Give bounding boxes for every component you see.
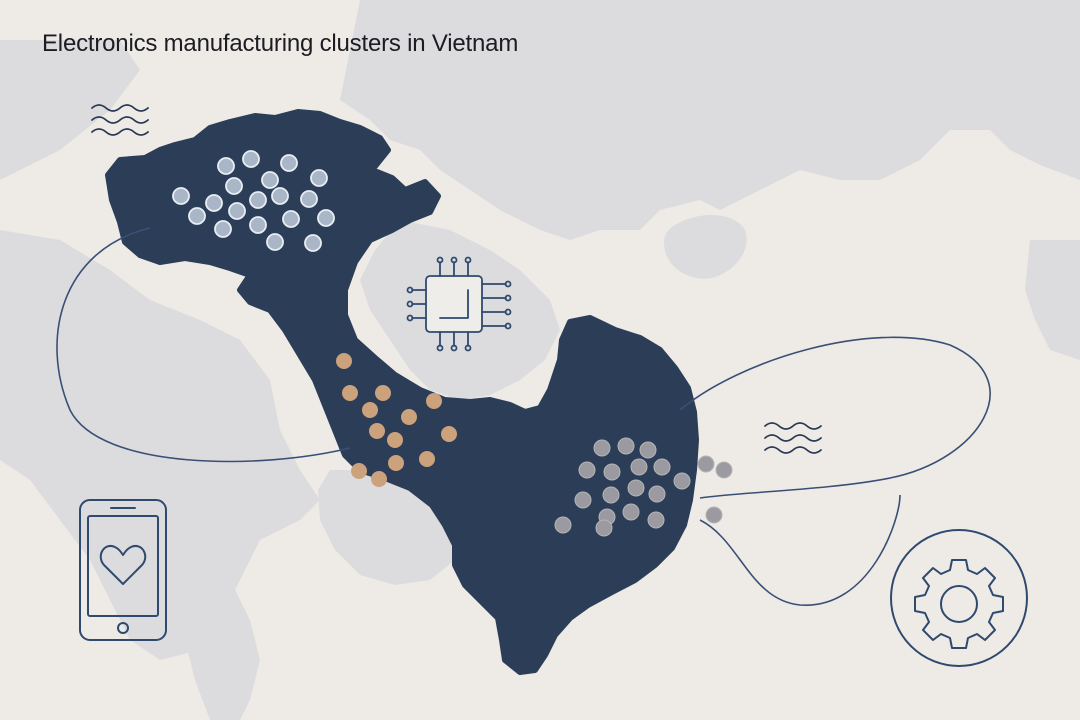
cluster-dot — [639, 441, 657, 459]
microchip-icon — [406, 256, 512, 352]
cluster-dot — [388, 455, 404, 471]
cluster-dot — [217, 157, 235, 175]
cluster-dot — [627, 479, 645, 497]
connector-lines — [56, 227, 991, 606]
waves-icon — [764, 422, 822, 454]
cluster-dot — [622, 503, 640, 521]
cluster-dot — [371, 471, 387, 487]
cluster-dot — [300, 190, 318, 208]
cluster-dot — [578, 461, 596, 479]
cluster-dot — [426, 393, 442, 409]
china-west-landmass — [0, 40, 140, 180]
china-landmass — [340, 0, 1080, 240]
cluster-dot — [673, 472, 691, 490]
taiwan-island — [1030, 36, 1080, 149]
central-cluster — [336, 353, 457, 487]
cluster-dot — [647, 511, 665, 529]
cluster-dot — [593, 439, 611, 457]
cluster-dot — [715, 461, 733, 479]
cluster-dot — [697, 455, 715, 473]
cluster-dot — [342, 385, 358, 401]
cluster-dot — [249, 191, 267, 209]
cluster-dot — [280, 154, 298, 172]
cluster-dot — [387, 432, 403, 448]
cluster-dot — [630, 458, 648, 476]
south-cluster — [554, 437, 733, 537]
cluster-dot — [653, 458, 671, 476]
cluster-dot — [705, 506, 723, 524]
cluster-dot — [351, 463, 367, 479]
east-landmass — [1025, 240, 1080, 360]
cluster-dot — [282, 210, 300, 228]
north-cluster — [172, 150, 335, 252]
vietnam-landmass — [105, 109, 699, 675]
cluster-dot — [242, 150, 260, 168]
cluster-dot — [317, 209, 335, 227]
cluster-dot — [228, 202, 246, 220]
cluster-dot — [603, 463, 621, 481]
cluster-dot — [188, 207, 206, 225]
cluster-dot — [362, 402, 378, 418]
cluster-dot — [336, 353, 352, 369]
cluster-dot — [441, 426, 457, 442]
cluster-dot — [419, 451, 435, 467]
cluster-dot — [375, 385, 391, 401]
connector-line-south — [699, 494, 901, 606]
waves-icon — [91, 104, 149, 136]
cluster-dot — [310, 169, 328, 187]
cluster-dot — [401, 409, 417, 425]
connector-line-west — [56, 227, 351, 463]
cluster-dot — [602, 486, 620, 504]
cluster-dot — [617, 437, 635, 455]
cluster-dot — [205, 194, 223, 212]
cluster-dot — [249, 216, 267, 234]
cluster-dot — [595, 519, 613, 537]
cluster-dot — [172, 187, 190, 205]
vietnam-shape — [105, 109, 699, 675]
page-title: Electronics manufacturing clusters in Vi… — [42, 30, 519, 57]
cluster-dot — [369, 423, 385, 439]
cluster-dot — [214, 220, 232, 238]
cluster-dot — [648, 485, 666, 503]
peninsula-landmass — [185, 560, 260, 720]
cluster-dot — [225, 177, 243, 195]
cluster-dot — [266, 233, 284, 251]
connector-line-east — [679, 336, 991, 499]
cluster-dot — [271, 187, 289, 205]
cluster-dot — [304, 234, 322, 252]
cluster-dot — [261, 171, 279, 189]
hainan-island — [664, 214, 747, 279]
gear-icon — [890, 529, 1028, 667]
cluster-dot — [574, 491, 592, 509]
smartphone-heart-icon — [79, 499, 167, 641]
thailand-landmass — [0, 230, 320, 660]
cluster-dot — [554, 516, 572, 534]
